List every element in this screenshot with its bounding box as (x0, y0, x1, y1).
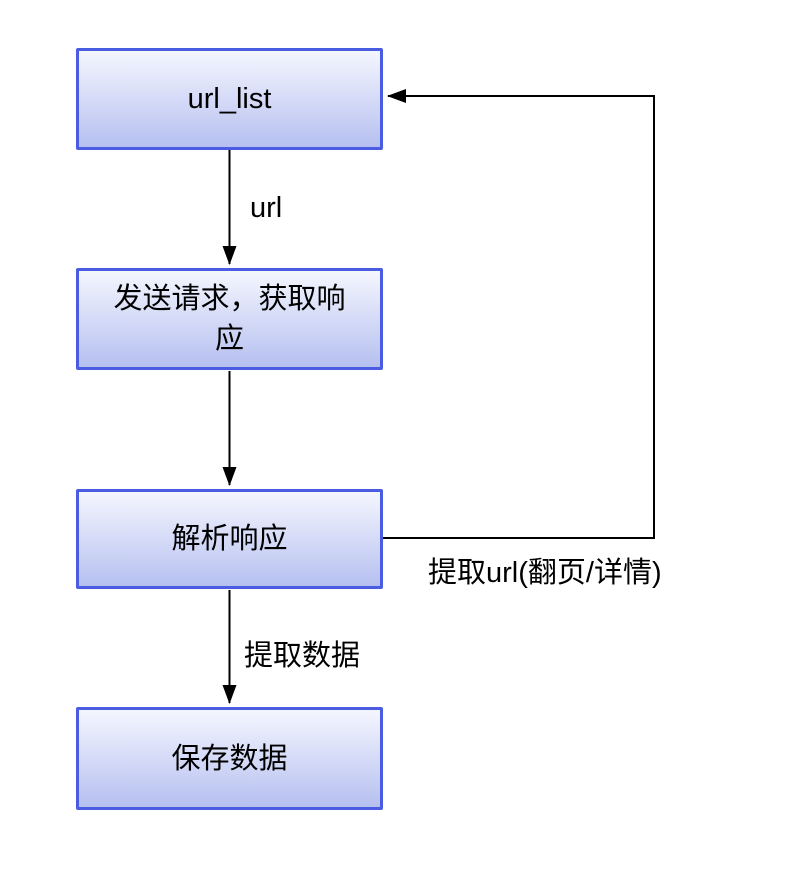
node-parse-response-label: 解析响应 (171, 523, 288, 555)
edge-label-extract-data: 提取数据 (244, 640, 361, 672)
node-parse-response: 解析响应 (76, 489, 383, 589)
node-send-request-label: 发送请求，获取响应 (113, 283, 346, 355)
node-url-list: url_list (76, 48, 383, 150)
edge-label-url: url (250, 192, 283, 224)
arrow-loop-parse-response-to-url-list (383, 89, 655, 539)
node-send-request: 发送请求，获取响应 (76, 268, 383, 370)
node-save-data: 保存数据 (76, 707, 383, 810)
node-url-list-label: url_list (187, 83, 272, 115)
edge-label-extract-url-loop: 提取url(翻页/详情) (428, 557, 662, 589)
node-save-data-label: 保存数据 (171, 742, 288, 775)
